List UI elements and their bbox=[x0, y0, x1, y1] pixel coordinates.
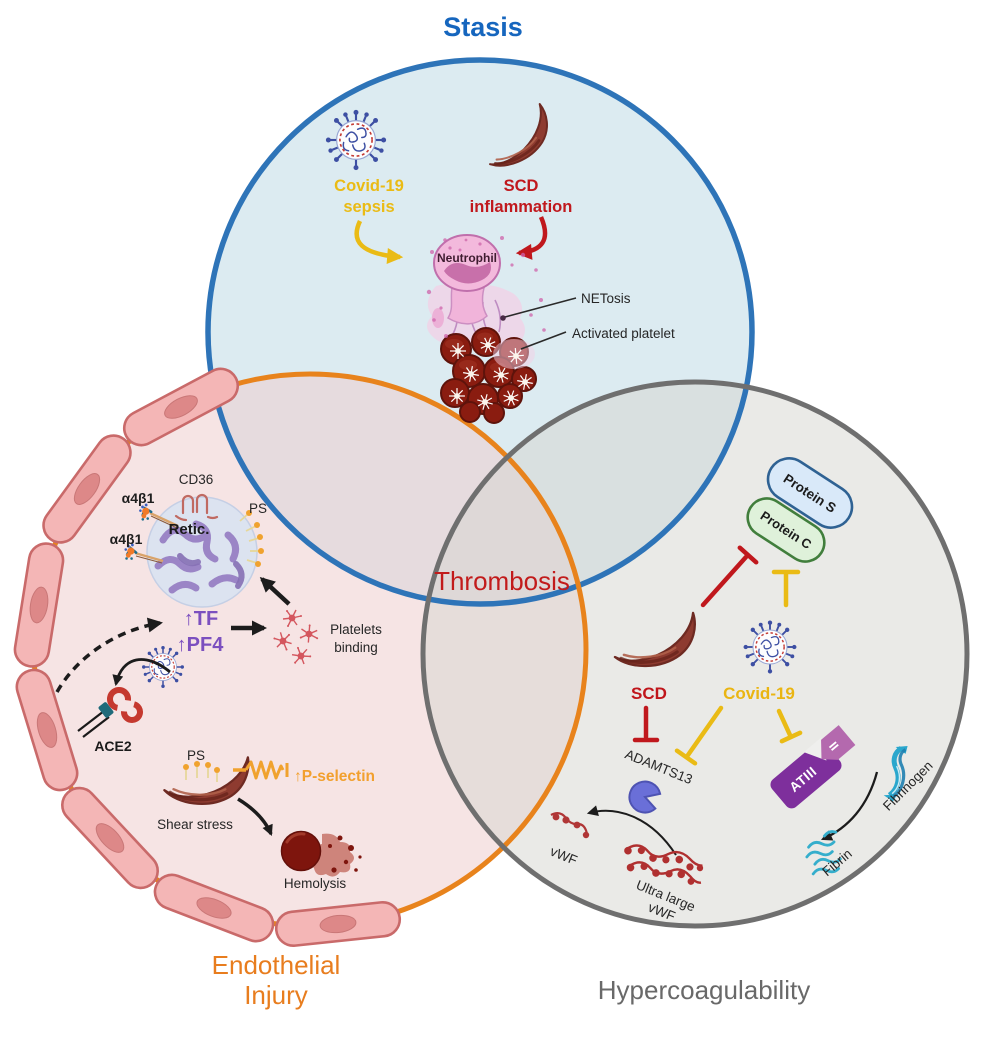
adamts13-enzyme-icon bbox=[628, 780, 662, 814]
covid-virus-icon-right bbox=[742, 619, 798, 675]
ultra-large-vwf-icon bbox=[624, 844, 704, 885]
ps-dots-retic bbox=[239, 510, 264, 567]
cd36-receptor-icon bbox=[174, 493, 219, 522]
ace2-label: ACE2 bbox=[94, 738, 132, 754]
endothelial-title-line2: Injury bbox=[244, 980, 308, 1010]
ps-dots-sickle bbox=[183, 761, 220, 782]
p-selectin-bond-icon bbox=[233, 760, 289, 780]
virus-to-ace2-arrow bbox=[112, 658, 171, 687]
covid-inhibits-protein-c bbox=[771, 569, 801, 608]
scd-label-right: SCD bbox=[631, 684, 667, 703]
covid-inhibits-atiii bbox=[776, 708, 803, 744]
vwf-icon bbox=[550, 811, 590, 839]
fibrinogen-icon bbox=[883, 746, 908, 802]
tf-label: ↑TF bbox=[184, 608, 218, 630]
a4b1-integrin-upper bbox=[136, 501, 179, 529]
ultra-vwf-to-vwf-arrow bbox=[586, 805, 677, 856]
platelets-to-retic-arrow bbox=[259, 576, 291, 606]
scd-inflammation-label-line2: inflammation bbox=[470, 198, 573, 216]
p-selectin-label: ↑P-selectin bbox=[294, 768, 375, 785]
ps-label-retic: PS bbox=[249, 501, 267, 516]
a4b1-integrin-lower bbox=[122, 541, 164, 564]
covid-sepsis-label-line2: sepsis bbox=[343, 198, 394, 216]
platelets-binding-label-line1: Platelets bbox=[330, 622, 382, 637]
reticulocyte-illustration bbox=[146, 496, 258, 608]
hemolysis-illustration bbox=[280, 830, 362, 877]
activated-platelet-pointer bbox=[520, 331, 567, 350]
a4b1-label-upper: α4β1 bbox=[122, 490, 155, 506]
scd-inflammation-arrow bbox=[515, 216, 548, 260]
scd-inhibits-protein-c bbox=[700, 545, 759, 608]
ps-label-sickle: PS bbox=[187, 748, 205, 763]
stasis-circle bbox=[205, 57, 755, 607]
netosis-pointer bbox=[500, 297, 577, 321]
shear-stress-label: Shear stress bbox=[157, 817, 233, 832]
clot-highlights bbox=[445, 332, 506, 372]
stasis-title: Stasis bbox=[443, 12, 523, 42]
thrombosis-label: Thrombosis bbox=[434, 566, 570, 596]
covid-inhibits-adamts13 bbox=[674, 705, 724, 766]
thrombin-ii-block: II bbox=[821, 725, 856, 760]
covid-label-right: Covid-19 bbox=[723, 684, 795, 703]
fibrin-icon bbox=[805, 830, 842, 876]
pink-granule-dots bbox=[426, 236, 546, 338]
retic-label: Retic. bbox=[169, 521, 210, 538]
fibrinogen-to-fibrin-arrow bbox=[820, 771, 879, 841]
shear-to-hemolysis-arrow bbox=[237, 797, 273, 837]
cd36-label: CD36 bbox=[179, 472, 214, 487]
scd-inhibits-adamts13 bbox=[632, 705, 660, 743]
scd-inflammation-label-line1: SCD bbox=[504, 177, 539, 195]
covid-sepsis-label-line1: Covid-19 bbox=[334, 177, 404, 195]
neutrophil-cell bbox=[433, 234, 501, 325]
platelets-binding-label-line2: binding bbox=[334, 640, 378, 655]
covid-virus-icon-top bbox=[324, 108, 388, 172]
netosis-label: NETosis bbox=[581, 291, 631, 306]
hemolysis-label: Hemolysis bbox=[284, 876, 347, 891]
endothelial-title-line1: Endothelial bbox=[212, 950, 341, 980]
a4b1-label-lower: α4β1 bbox=[110, 531, 143, 547]
neutrophil-label: Neutrophil bbox=[437, 251, 497, 265]
covid-sepsis-arrow bbox=[354, 220, 404, 264]
pf4-label: ↑PF4 bbox=[177, 634, 225, 656]
hypercoagulability-circle bbox=[420, 379, 970, 929]
ace2-to-tf-dashed-arrow bbox=[55, 617, 163, 693]
activated-platelet-label: Activated platelet bbox=[572, 326, 675, 341]
ace2-receptor-icon bbox=[77, 687, 143, 738]
hypercoagulability-title: Hypercoagulability bbox=[598, 975, 810, 1005]
